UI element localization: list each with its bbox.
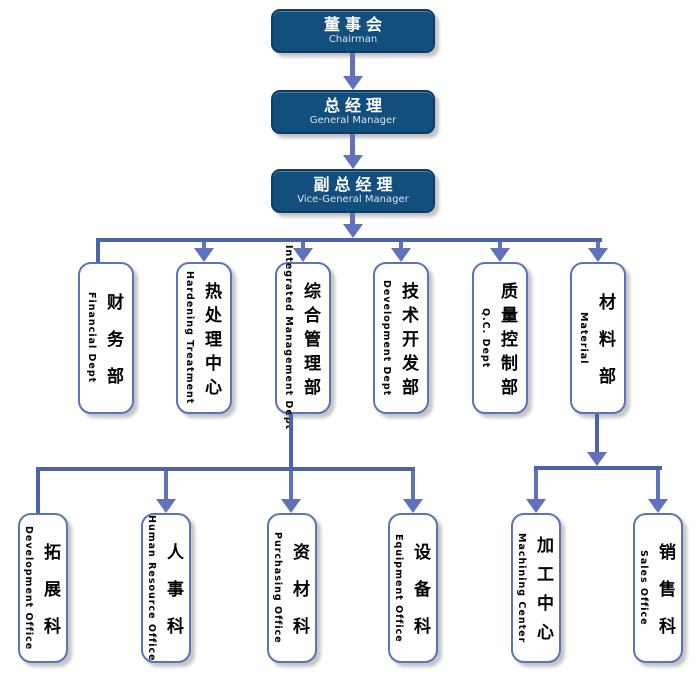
dept-label-zh: 综合管理部	[300, 281, 320, 402]
arrow-down-icon	[156, 499, 176, 513]
arrow-down-icon	[391, 248, 411, 262]
arrow-down-icon	[490, 248, 510, 262]
dept-label-en: Integrated Management Dept	[283, 245, 294, 431]
unit-label-zh: 加工中心	[533, 536, 553, 652]
office-development: Development Office 拓展科	[18, 513, 68, 663]
office-equipment: Equipment Office 设备科	[388, 513, 438, 663]
dept-label-en: Q.C. Dept	[480, 307, 491, 369]
connector-line	[534, 470, 538, 501]
dept-integrated-management: Integrated Management Dept 综合管理部	[275, 245, 331, 431]
connector-rail	[36, 467, 415, 471]
connector-line	[411, 471, 415, 501]
node-label-en: Chairman	[328, 34, 378, 45]
node-chairman: 董事会 Chairman	[271, 9, 435, 53]
connector-line	[289, 471, 293, 501]
node-vice-general-manager: 副总经理 Vice-General Manager	[271, 169, 435, 213]
office-label-zh: 拓展科	[40, 542, 60, 654]
office-label-zh: 设备科	[410, 542, 430, 654]
connector-line	[96, 242, 100, 262]
arrow-down-icon	[648, 499, 668, 513]
unit-label-en: Machining Center	[516, 532, 527, 644]
connector-line	[164, 471, 168, 501]
dept-development: Development Dept 技术开发部	[373, 262, 429, 414]
office-label-en: Human Resource Office	[146, 514, 157, 662]
node-label-en: Vice-General Manager	[297, 194, 409, 205]
node-label-zh: 董事会	[323, 15, 387, 34]
arrow-down-icon	[587, 452, 607, 466]
dept-hardening-treatment: Hardening Treatment 热处理中心	[176, 262, 232, 414]
dept-label-en: Hardening Treatment	[184, 271, 195, 405]
dept-label-zh: 质量控制部	[497, 281, 517, 402]
node-general-manager: 总经理 General Manager	[271, 90, 435, 134]
arrow-down-icon	[281, 499, 301, 513]
connector-line	[289, 414, 293, 471]
dept-label-zh: 热处理中心	[201, 281, 221, 402]
dept-label-en: Financial Dept	[86, 292, 97, 384]
arrow-down-icon	[343, 224, 363, 238]
office-label-en: Purchasing Office	[272, 532, 283, 644]
unit-sales-office: Sales Office 销售科	[633, 513, 683, 663]
office-human-resource: Human Resource Office 人事科	[141, 513, 191, 663]
connector-line	[350, 53, 355, 78]
arrow-down-icon	[293, 248, 313, 262]
dept-label-zh: 技术开发部	[398, 281, 418, 402]
arrow-down-icon	[343, 155, 363, 169]
dept-financial: Financial Dept 财务部	[78, 262, 134, 414]
connector-line	[350, 134, 355, 157]
office-label-en: Development Office	[23, 525, 34, 651]
office-label-zh: 人事科	[163, 542, 183, 654]
unit-label-en: Sales Office	[638, 550, 649, 626]
office-label-en: Equipment Office	[393, 533, 404, 643]
arrow-down-icon	[526, 499, 546, 513]
arrow-down-icon	[194, 248, 214, 262]
connector-line	[350, 213, 355, 226]
arrow-down-icon	[403, 499, 423, 513]
dept-quality-control: Q.C. Dept 质量控制部	[472, 262, 528, 414]
unit-machining-center: Machining Center 加工中心	[511, 513, 561, 663]
connector-line	[595, 414, 599, 452]
dept-label-zh: 材料部	[595, 292, 615, 404]
dept-material: Material 材料部	[570, 262, 626, 414]
node-label-zh: 总经理	[323, 96, 387, 115]
connector-line	[301, 242, 305, 250]
connector-rail	[534, 466, 662, 470]
dept-label-en: Development Dept	[381, 279, 392, 397]
dept-label-zh: 财务部	[103, 292, 123, 404]
office-purchasing: Purchasing Office 资材科	[267, 513, 317, 663]
node-label-en: General Manager	[309, 115, 397, 126]
connector-line	[399, 242, 403, 250]
unit-label-zh: 销售科	[655, 542, 675, 654]
connector-line	[498, 242, 502, 250]
connector-line	[596, 242, 600, 250]
connector-line	[656, 470, 660, 501]
node-label-zh: 副总经理	[313, 175, 398, 194]
connector-rail	[96, 238, 602, 242]
arrow-down-icon	[343, 76, 363, 90]
connector-line	[202, 242, 206, 250]
connector-line	[36, 471, 40, 513]
arrow-down-icon	[588, 248, 608, 262]
dept-label-en: Material	[578, 311, 589, 365]
office-label-zh: 资材科	[289, 542, 309, 654]
